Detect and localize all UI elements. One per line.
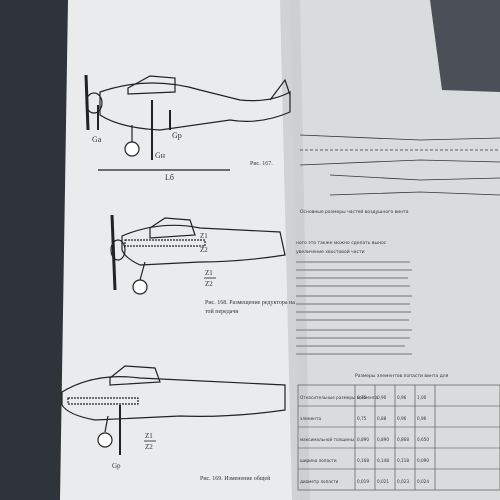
caption-168-line1: Рис. 168. Размещение редуктора на (205, 300, 295, 306)
caption-169: Рис. 169. Изменение общей (200, 475, 271, 482)
table-cell: 0,96 (417, 416, 427, 421)
figure-169-airplane (61, 365, 286, 455)
label-z1: Z1 (200, 232, 208, 240)
right-page-paragraph-lines (296, 261, 412, 355)
table-cell: 0,868 (397, 437, 409, 442)
right-text-1: ного это также можно сделать вынос (296, 241, 387, 246)
propeller-outline-top (299, 134, 500, 141)
cockpit (109, 365, 161, 386)
right-page (280, 0, 500, 500)
figure-167-airplane (84, 74, 291, 171)
right-page-diagram (299, 134, 500, 196)
gear-wheel (132, 279, 148, 295)
table-cell: 0,019 (357, 479, 369, 484)
gear-strut (139, 261, 146, 281)
table-cell: 0,890 (377, 437, 389, 442)
figure-168-airplane (110, 214, 286, 295)
cockpit (127, 75, 176, 95)
label-gp: Gp (172, 131, 182, 140)
ratio-top-169: Z1 (145, 432, 153, 440)
label-z2: Z2 (200, 246, 208, 254)
table-cell: 0,118 (397, 458, 409, 463)
right-fig-caption: Основные размеры частей воздушного винта (300, 208, 409, 215)
table-cell: 0,890 (357, 437, 369, 442)
table-cell: 0,75 (357, 395, 367, 400)
caption-167: Рис. 167. (250, 161, 273, 167)
tail-fin (269, 78, 291, 101)
desk-left (0, 0, 75, 500)
table-cell: 0,024 (417, 479, 429, 484)
label-ga: Gа (92, 135, 102, 144)
propeller-hub (85, 92, 103, 114)
table-row-label: диаметр лопасти (300, 479, 339, 484)
ratio-top: Z1 (205, 269, 213, 277)
label-gp-169: Gp (112, 462, 121, 470)
table-title: Размеры элементов лопасти винта для (355, 373, 449, 379)
ratio-bottom-169: Z2 (145, 443, 153, 451)
right-page-shadow (430, 0, 500, 92)
table-cell: 0,148 (377, 458, 389, 463)
propeller-hub (110, 239, 126, 261)
book-spine (280, 0, 310, 500)
right-text-2: увеличение хвостовой части (296, 248, 365, 255)
table-cell: 0,90 (377, 395, 387, 400)
propeller-section-top (329, 174, 500, 181)
propeller-blade (84, 74, 90, 131)
ratio-bottom: Z2 (205, 280, 213, 288)
right-table-grid (297, 384, 500, 491)
table-cell: 0,88 (377, 416, 387, 421)
fuselage (121, 224, 286, 266)
caption-168-line2: той передачи (205, 308, 239, 315)
label-gn: Gн (155, 151, 166, 160)
table-cell: 0,021 (377, 479, 389, 484)
table-row-label: максимальной толщины (300, 437, 354, 442)
table-cell: 0,650 (417, 437, 429, 442)
table-row-label: Относительные размеры элемента (300, 395, 378, 400)
fuselage (61, 376, 286, 421)
label-l: Lб (165, 173, 174, 182)
propeller-section-bottom (329, 191, 500, 196)
table-row-label: элемента (300, 416, 321, 421)
table-cell: 0,168 (357, 458, 369, 463)
gear-wheel (124, 141, 140, 157)
drive-shaft (124, 239, 206, 247)
table-cell: 0,96 (397, 416, 407, 421)
table-cell: 0,090 (417, 458, 429, 463)
table-cell: 0,023 (397, 479, 409, 484)
cockpit (149, 217, 196, 239)
propeller-blade (110, 214, 117, 291)
table-cell: 0,75 (357, 416, 367, 421)
fuselage (99, 82, 291, 131)
gear-wheel (97, 432, 113, 448)
table-cell: 0,96 (397, 395, 407, 400)
propeller-outline-bottom (299, 159, 500, 166)
drive-shaft (67, 397, 139, 405)
table-row-label: ширина лопасти (300, 458, 337, 463)
left-page (60, 0, 300, 500)
table-cell: 1,00 (417, 395, 427, 400)
gear-strut (104, 415, 109, 433)
